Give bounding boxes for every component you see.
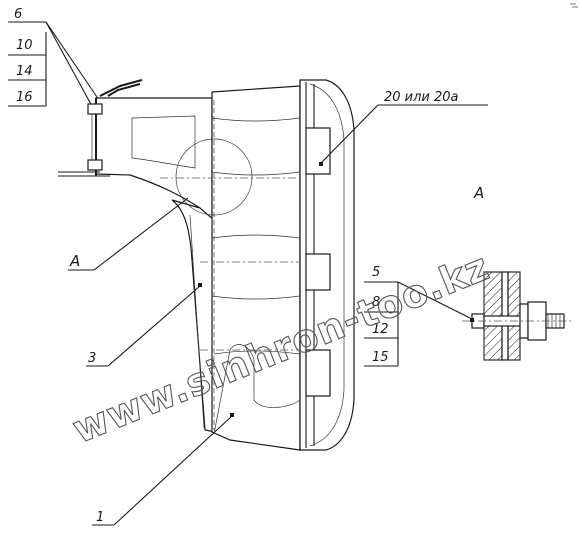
- callout-14: 14: [16, 64, 33, 79]
- mounting-bracket: [58, 79, 216, 433]
- section-a-detail: [462, 271, 572, 361]
- section-a-label: A: [473, 184, 484, 202]
- callout-stack-top-left: 6 10 14 16: [8, 7, 100, 109]
- callout-15: 15: [372, 350, 389, 365]
- corner-mark: [570, 3, 578, 8]
- callout-6: 6: [14, 7, 22, 22]
- callout-12: 12: [372, 322, 389, 337]
- callout-lamp: 20 или 20а: [384, 90, 459, 105]
- callout-stack-right: 5 8 12 15: [364, 265, 471, 367]
- callout-5: 5: [372, 265, 380, 280]
- callout-8: 8: [372, 295, 380, 310]
- callout-3: 3: [88, 351, 96, 366]
- view-a-label: A: [69, 252, 80, 270]
- lamp-housing: [160, 79, 355, 451]
- callout-10: 10: [16, 38, 33, 53]
- leader-lines: [68, 104, 488, 526]
- callout-1: 1: [96, 510, 104, 525]
- callout-16: 16: [16, 90, 33, 105]
